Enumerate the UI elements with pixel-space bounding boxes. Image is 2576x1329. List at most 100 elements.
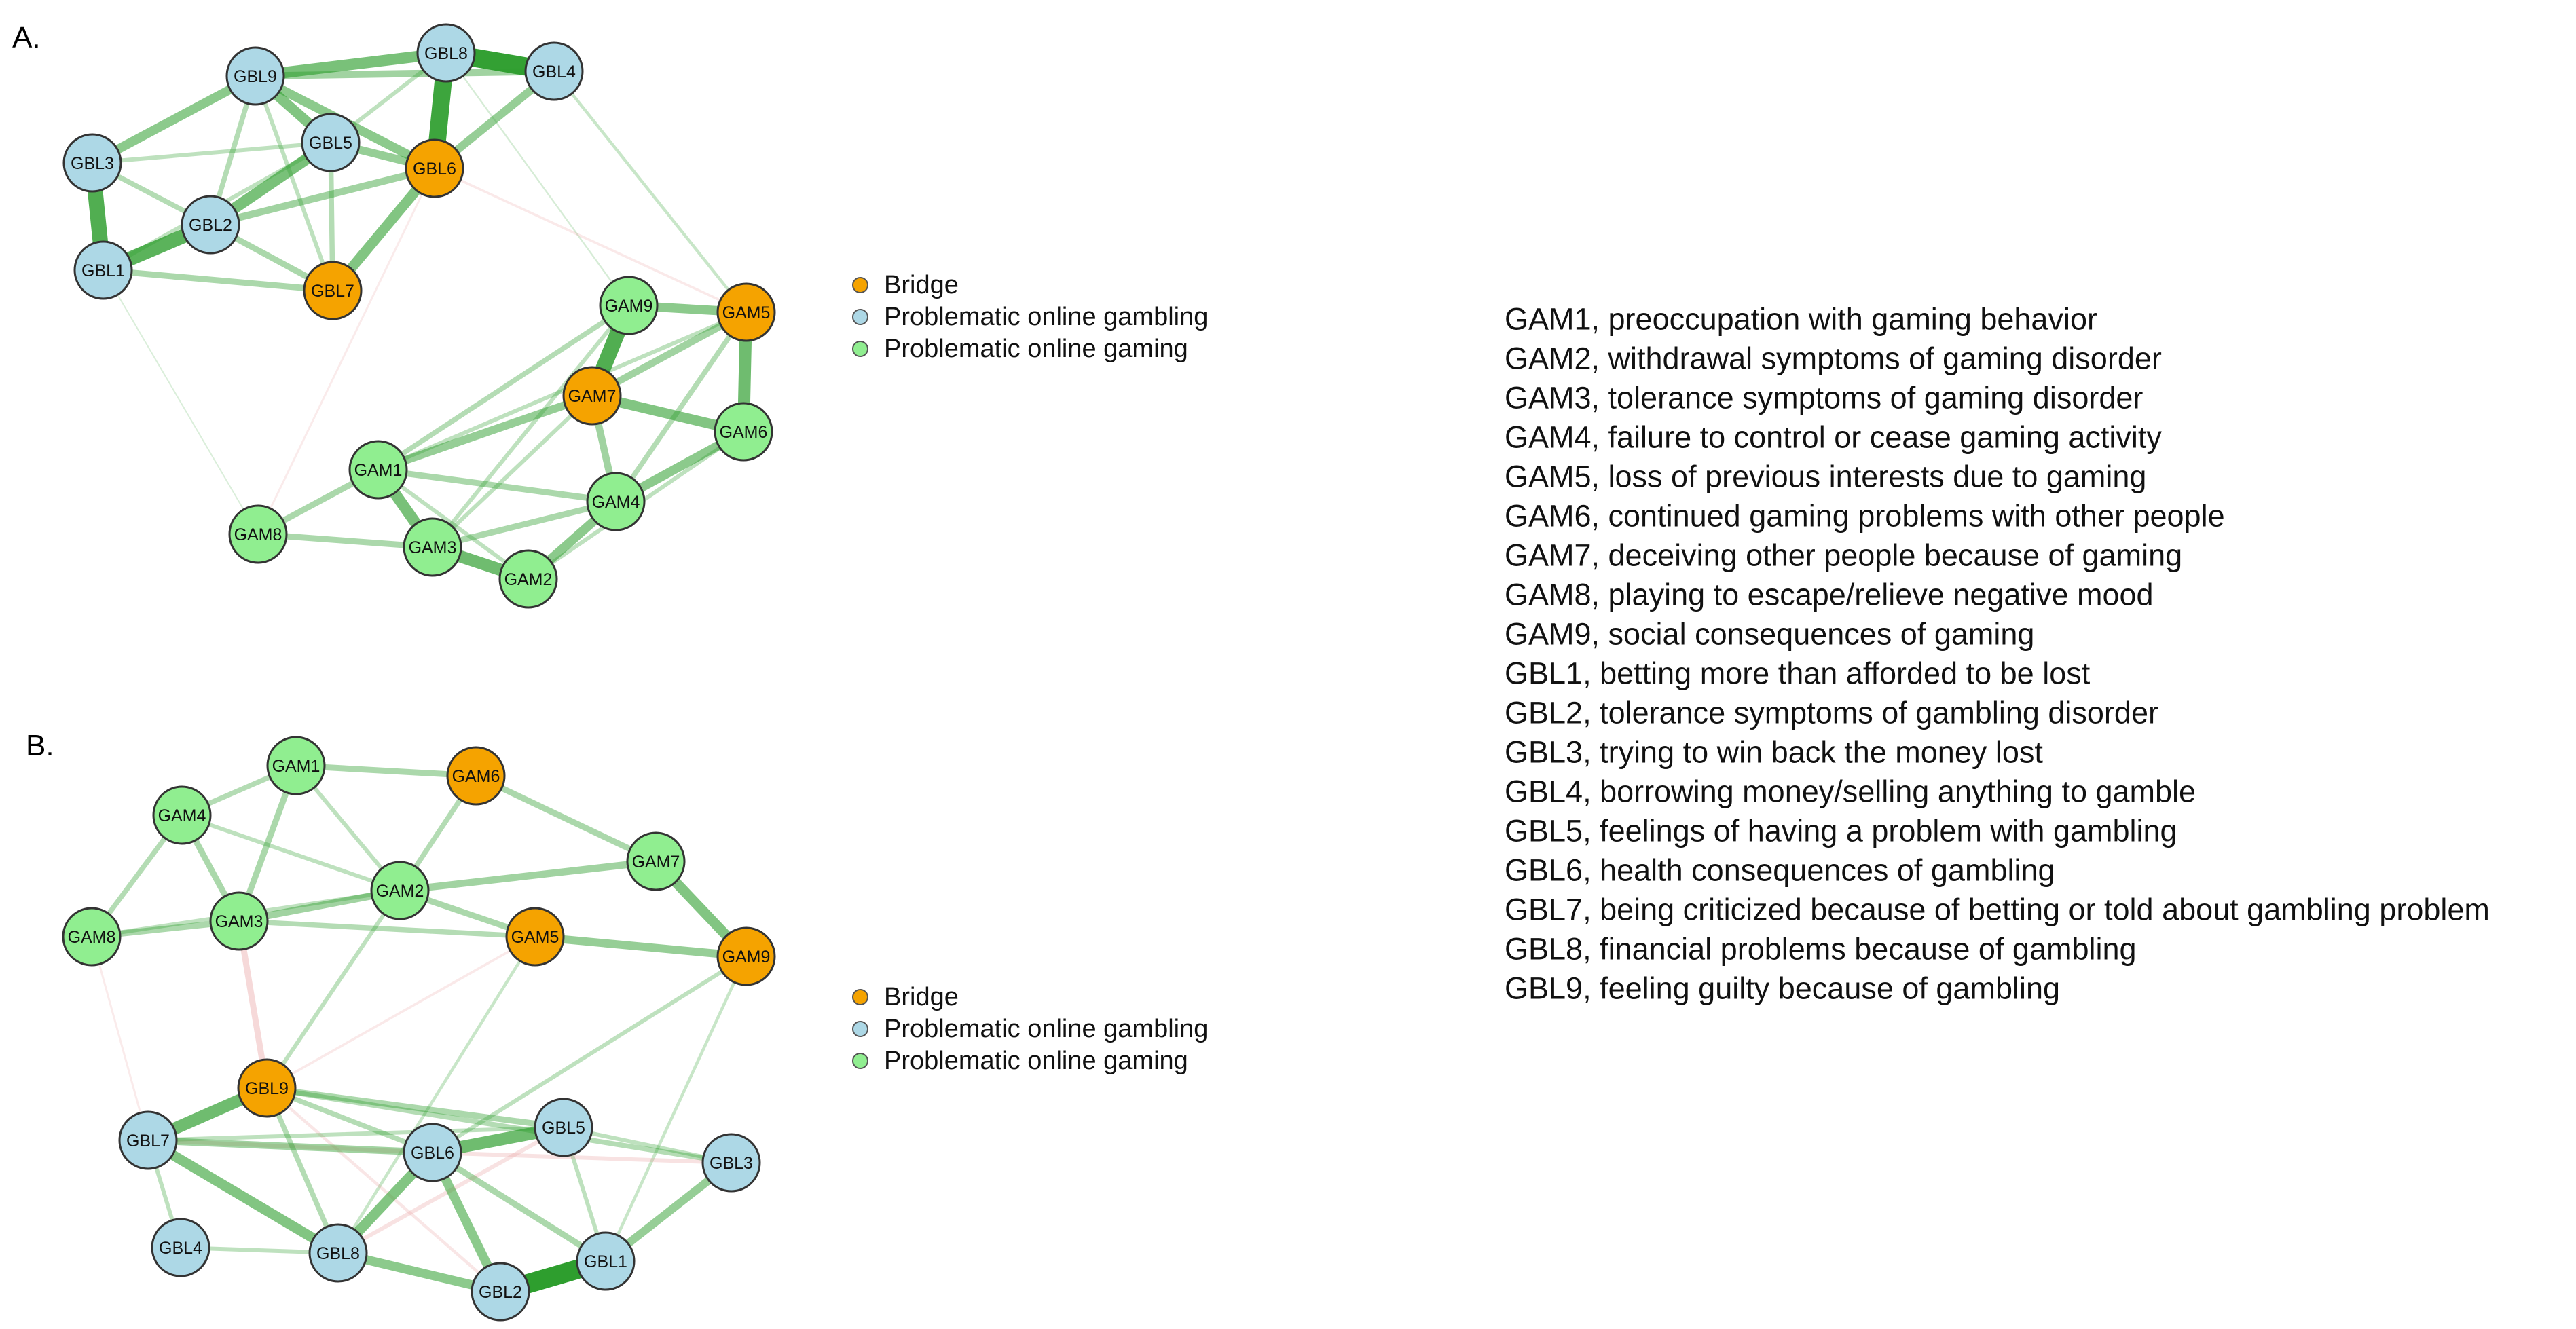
node-label: GAM1 [272, 757, 320, 776]
node-circle [118, 1110, 178, 1170]
network-a-nodes: GBL9GBL8GBL4GBL3GBL5GBL6GBL2GBL1GBL7GAM9… [62, 23, 776, 609]
edge-a-gam7-gam3 [430, 394, 594, 549]
edge-a-gam5-gam1 [376, 310, 748, 472]
legend-label: Problematic online gambling [884, 1015, 1208, 1043]
node-b-gbl3: GBL3 [701, 1133, 761, 1193]
node-label: GBL7 [126, 1131, 170, 1150]
node-label: GBL6 [411, 1144, 454, 1163]
edge-a-gam1-gam4 [375, 466, 619, 505]
node-label: GBL5 [309, 134, 352, 153]
edge-b-gam6-gam7 [473, 772, 659, 865]
node-circle [626, 831, 686, 891]
node-label: GAM2 [504, 570, 553, 589]
edge-b-gbl6-gbl1 [429, 1149, 609, 1265]
node-a-gam9: GAM9 [599, 276, 659, 335]
node-b-gbl8: GBL8 [308, 1223, 368, 1283]
legend-label: Bridge [884, 271, 959, 299]
node-label: GBL2 [479, 1283, 522, 1302]
node-b-gam4: GAM4 [152, 785, 212, 845]
node-circle [498, 549, 558, 609]
node-label: GAM6 [720, 423, 768, 442]
node-circle [308, 1223, 368, 1283]
description-item: GAM2, withdrawal symptoms of gaming diso… [1505, 341, 2162, 376]
description-item: GBL6, health consequences of gambling [1505, 853, 2055, 888]
node-b-gam7: GAM7 [626, 831, 686, 891]
node-b-gam1: GAM1 [266, 736, 326, 795]
edge-a-gam3-gam4 [429, 498, 619, 550]
edge-a-gbl3-gbl5 [90, 141, 333, 165]
legend-swatch [852, 341, 868, 357]
edge-b-gam5-gbl8 [336, 935, 537, 1255]
edge-b-gam5-gbl9 [265, 935, 536, 1089]
description-item: GBL8, financial problems because of gamb… [1505, 932, 2137, 967]
node-circle [576, 1231, 636, 1291]
edge-a-gbl6-gam8 [257, 167, 436, 536]
node-circle [181, 195, 240, 255]
edge-b-gbl7-gbl8 [143, 1135, 344, 1258]
edge-b-gbl6-gbl3 [430, 1150, 733, 1165]
node-label: GAM3 [409, 538, 457, 557]
description-item: GAM6, continued gaming problems with oth… [1505, 499, 2225, 534]
edge-b-gbl9-gbl6 [264, 1085, 435, 1155]
node-circle [405, 138, 464, 198]
description-item: GBL4, borrowing money/selling anything t… [1505, 774, 2196, 809]
edge-a-gam9-gam3 [430, 303, 631, 549]
node-circle [348, 440, 408, 500]
edge-b-gbl9-gbl5 [263, 1085, 567, 1131]
node-circle [446, 746, 506, 806]
node-label: GAM4 [592, 493, 640, 512]
node-b-gam3: GAM3 [209, 891, 269, 951]
network-panel-b: B. GAM1GAM6GAM4GAM7GAM2GAM8GAM3GAM5GAM9G… [26, 729, 776, 1322]
edge-b-gam2-gbl9 [265, 888, 402, 1090]
legend-swatch [852, 989, 868, 1005]
edge-b-gbl7-gbl6 [144, 1136, 437, 1157]
description-item: GAM9, social consequences of gaming [1505, 617, 2034, 652]
node-circle [266, 736, 326, 795]
node-a-gbl8: GBL8 [416, 23, 476, 83]
node-label: GAM1 [354, 461, 403, 480]
node-label: GAM8 [68, 928, 116, 947]
legend-label: Problematic online gaming [884, 1047, 1188, 1075]
edge-a-gam7-gam1 [374, 392, 596, 474]
node-label: GBL8 [424, 44, 468, 63]
node-circle [416, 23, 476, 83]
node-a-gbl3: GBL3 [62, 133, 122, 193]
node-circle [716, 926, 776, 986]
node-label: GBL9 [245, 1079, 289, 1098]
node-label: GAM2 [376, 882, 424, 901]
legend-label: Problematic online gambling [884, 303, 1208, 331]
node-circle [301, 113, 361, 172]
description-item: GAM8, playing to escape/relieve negative… [1505, 578, 2154, 612]
node-a-gbl2: GBL2 [181, 195, 240, 255]
node-b-gbl7: GBL7 [118, 1110, 178, 1170]
node-a-gam3: GAM3 [403, 517, 462, 577]
node-b-gbl1: GBL1 [576, 1231, 636, 1291]
edge-b-gam8-gbl7 [90, 935, 149, 1142]
node-b-gbl9: GBL9 [237, 1058, 297, 1118]
node-circle [403, 517, 462, 577]
edge-a-gam1-gam9 [375, 303, 631, 472]
node-label: GAM7 [632, 853, 680, 872]
node-label: GBL2 [189, 216, 232, 235]
edge-b-gam4-gam2 [180, 813, 402, 893]
legend-swatch [852, 1053, 868, 1069]
node-b-gam6: GAM6 [446, 746, 506, 806]
legend-b-item-bridge: Bridge [852, 983, 959, 1011]
node-a-gam8: GAM8 [228, 504, 288, 564]
node-circle [228, 504, 288, 564]
edge-b-gbl9-gbl8 [264, 1085, 341, 1256]
node-circle [471, 1262, 530, 1322]
node-label: GBL7 [311, 282, 354, 301]
node-label: GAM4 [158, 806, 206, 825]
edge-b-gbl9-gbl2 [265, 1086, 502, 1294]
edge-a-gam5-gam4 [613, 310, 749, 504]
network-b-nodes: GAM1GAM6GAM4GAM7GAM2GAM8GAM3GAM5GAM9GBL9… [62, 736, 776, 1322]
node-label: GBL8 [316, 1244, 360, 1263]
node-b-gbl2: GBL2 [471, 1262, 530, 1322]
edge-b-gam5-gam9 [531, 933, 750, 960]
edge-b-gam3-gam5 [236, 918, 538, 939]
node-a-gam6: GAM6 [714, 402, 773, 462]
node-label: GAM3 [215, 912, 263, 931]
